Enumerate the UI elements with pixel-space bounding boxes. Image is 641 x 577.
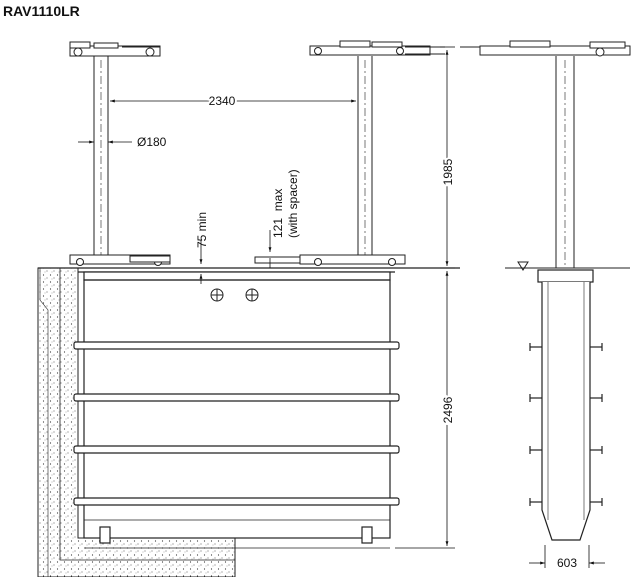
side-ground-symbol: [505, 261, 630, 271]
column-left: [93, 56, 109, 258]
cable-ports: [210, 288, 259, 302]
label-max-spacer-1: 121 max: [271, 189, 285, 238]
lift-arm-bottom-left: [69, 254, 171, 266]
label-column-spacing: 2340: [209, 94, 236, 108]
pit-casing: [73, 271, 400, 549]
label-pit-depth: 2496: [441, 396, 455, 423]
label-max-spacer-2: (with spacer): [286, 169, 300, 238]
column-right: [357, 56, 373, 258]
side-arm-top: [460, 40, 631, 57]
side-column: [555, 56, 575, 268]
lift-arm-top-left: [69, 41, 161, 57]
dimension-lift-height: [440, 46, 455, 269]
dimension-casing-width: [529, 545, 605, 568]
label-casing-width: 603: [557, 556, 577, 570]
lift-arm-top-right: [309, 40, 445, 56]
label-lift-height: 1985: [441, 158, 455, 185]
ground-line: [38, 267, 460, 273]
dimension-pit-depth: [395, 271, 455, 549]
label-column-diameter: Ø180: [137, 135, 167, 149]
drawing-title: RAV1110LR: [3, 3, 80, 19]
label-min-depth: 75 min: [195, 212, 209, 248]
side-casing: [529, 269, 603, 541]
concrete-pit: [37, 267, 236, 577]
lift-arm-bottom-right: [254, 254, 406, 266]
